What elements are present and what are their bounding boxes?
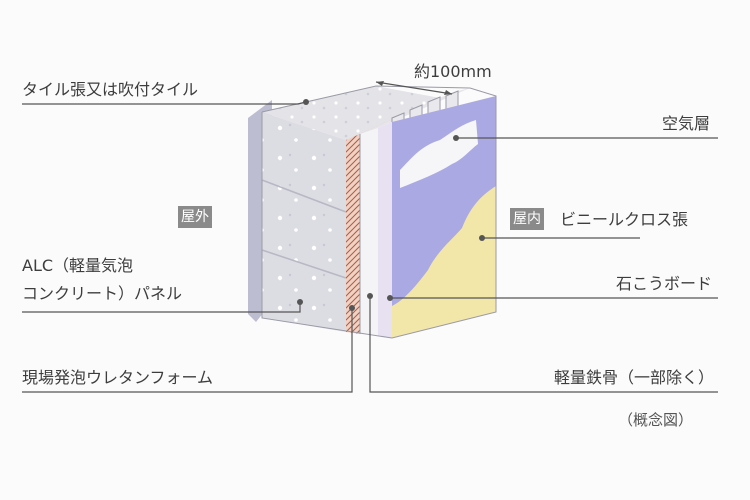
air-layer <box>360 128 378 336</box>
urethane-foam-layer <box>346 134 360 334</box>
alc-joint-1 <box>261 179 347 213</box>
gypsum-board-edge <box>378 122 392 338</box>
label-air-layer: 空気層 <box>662 114 711 133</box>
label-gypsum-board: 石こうボード <box>616 274 713 293</box>
alc-panel-top <box>262 86 440 140</box>
tag-interior: 屋内 <box>510 208 544 230</box>
alc-joint-2 <box>261 249 347 279</box>
label-thickness: 約100mm <box>414 62 492 81</box>
leader-lines <box>22 101 718 393</box>
label-alc-line2: コンクリート）パネル <box>22 284 183 303</box>
leader-dots <box>297 99 485 311</box>
label-concept-note: （概念図） <box>618 411 694 429</box>
alc-panel-face <box>262 112 346 332</box>
label-tile: タイル張又は吹付タイル <box>22 80 199 99</box>
label-alc-line1: ALC（軽量気泡 <box>22 256 134 275</box>
leader-urethane <box>22 308 353 393</box>
thickness-dimension <box>375 81 453 95</box>
tag-exterior: 屋外 <box>178 206 212 228</box>
label-urethane-foam: 現場発泡ウレタンフォーム <box>22 368 214 387</box>
label-steel-frame: 軽量鉄骨（一部除く） <box>554 368 715 387</box>
label-vinyl-cloth: ビニールクロス張 <box>560 210 689 229</box>
leader-steel <box>369 296 718 393</box>
leader-alc <box>22 302 301 313</box>
leader-tile <box>22 101 307 105</box>
